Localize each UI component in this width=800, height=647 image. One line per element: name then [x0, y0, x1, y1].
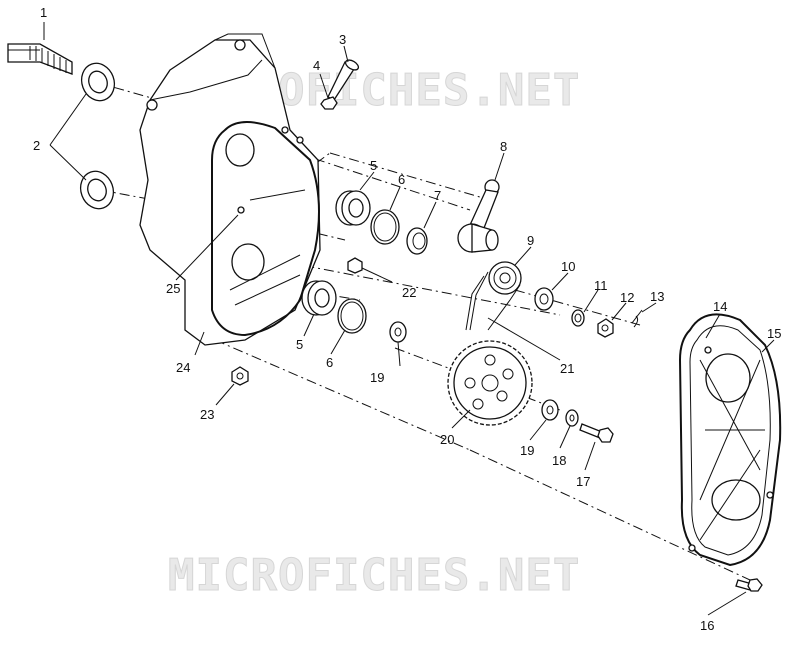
callout-22: 22	[402, 285, 416, 300]
nut-part-4	[320, 96, 338, 110]
callout-2: 2	[33, 138, 40, 153]
nut-part-23	[231, 366, 249, 386]
callout-17: 17	[576, 474, 590, 489]
callout-14: 14	[713, 299, 727, 314]
callout-21: 21	[560, 361, 574, 376]
washer-part-10	[534, 287, 554, 311]
callout-25: 25	[166, 281, 180, 296]
chaincase-cover-part-14-15	[678, 313, 782, 567]
callout-20: 20	[440, 432, 454, 447]
leader-lines	[43, 22, 775, 616]
washer-part-18	[565, 409, 579, 427]
spacer-part-7	[406, 227, 428, 255]
snap-ring-part-6-upper	[370, 209, 400, 245]
callout-12: 12	[620, 290, 634, 305]
chain-part-21	[465, 271, 521, 331]
callout-6-lower: 6	[326, 355, 333, 370]
callout-23: 23	[200, 407, 214, 422]
tensioner-part-8	[457, 179, 500, 253]
washer-part-19-lower	[541, 399, 559, 421]
sprocket-part-20	[447, 340, 533, 426]
seal-part-2-lower	[79, 170, 115, 210]
bearing-part-5-lower	[301, 280, 337, 316]
callout-5-upper: 5	[370, 158, 377, 173]
callout-6-upper: 6	[398, 172, 405, 187]
washer-part-11	[571, 309, 585, 327]
callout-16: 16	[700, 618, 714, 633]
callout-1: 1	[40, 5, 47, 20]
callout-24: 24	[176, 360, 190, 375]
callout-18: 18	[552, 453, 566, 468]
sprocket-part-9	[488, 261, 522, 295]
callout-4: 4	[313, 58, 320, 73]
callout-10: 10	[561, 259, 575, 274]
callout-15: 15	[767, 326, 781, 341]
callout-7: 7	[434, 188, 441, 203]
bolt-part-17	[579, 423, 614, 443]
cotter-pin-part-13	[631, 309, 643, 328]
callout-5-lower: 5	[296, 337, 303, 352]
chaincase-housing-part-24	[139, 33, 321, 346]
snap-ring-part-6-lower	[337, 298, 367, 334]
callout-9: 9	[527, 233, 534, 248]
callout-8: 8	[500, 139, 507, 154]
washer-part-19-upper	[389, 321, 407, 343]
nut-part-12	[597, 318, 614, 338]
callout-13: 13	[650, 289, 664, 304]
nut-part-22	[347, 257, 363, 274]
callout-3: 3	[339, 32, 346, 47]
shaft-part-1	[7, 43, 73, 75]
callout-11: 11	[594, 278, 608, 293]
callout-labels: 1 2 3 4 5 5 6 6 7 8 9 10 11 12 13 14 15 …	[33, 5, 781, 633]
bolt-part-16	[735, 578, 763, 592]
callout-19-upper: 19	[370, 370, 384, 385]
seal-part-2-upper	[80, 62, 116, 102]
bearing-part-5-upper	[335, 190, 371, 226]
watermark-bottom: MICROFICHES.NET	[168, 550, 580, 601]
callout-19-lower: 19	[520, 443, 534, 458]
